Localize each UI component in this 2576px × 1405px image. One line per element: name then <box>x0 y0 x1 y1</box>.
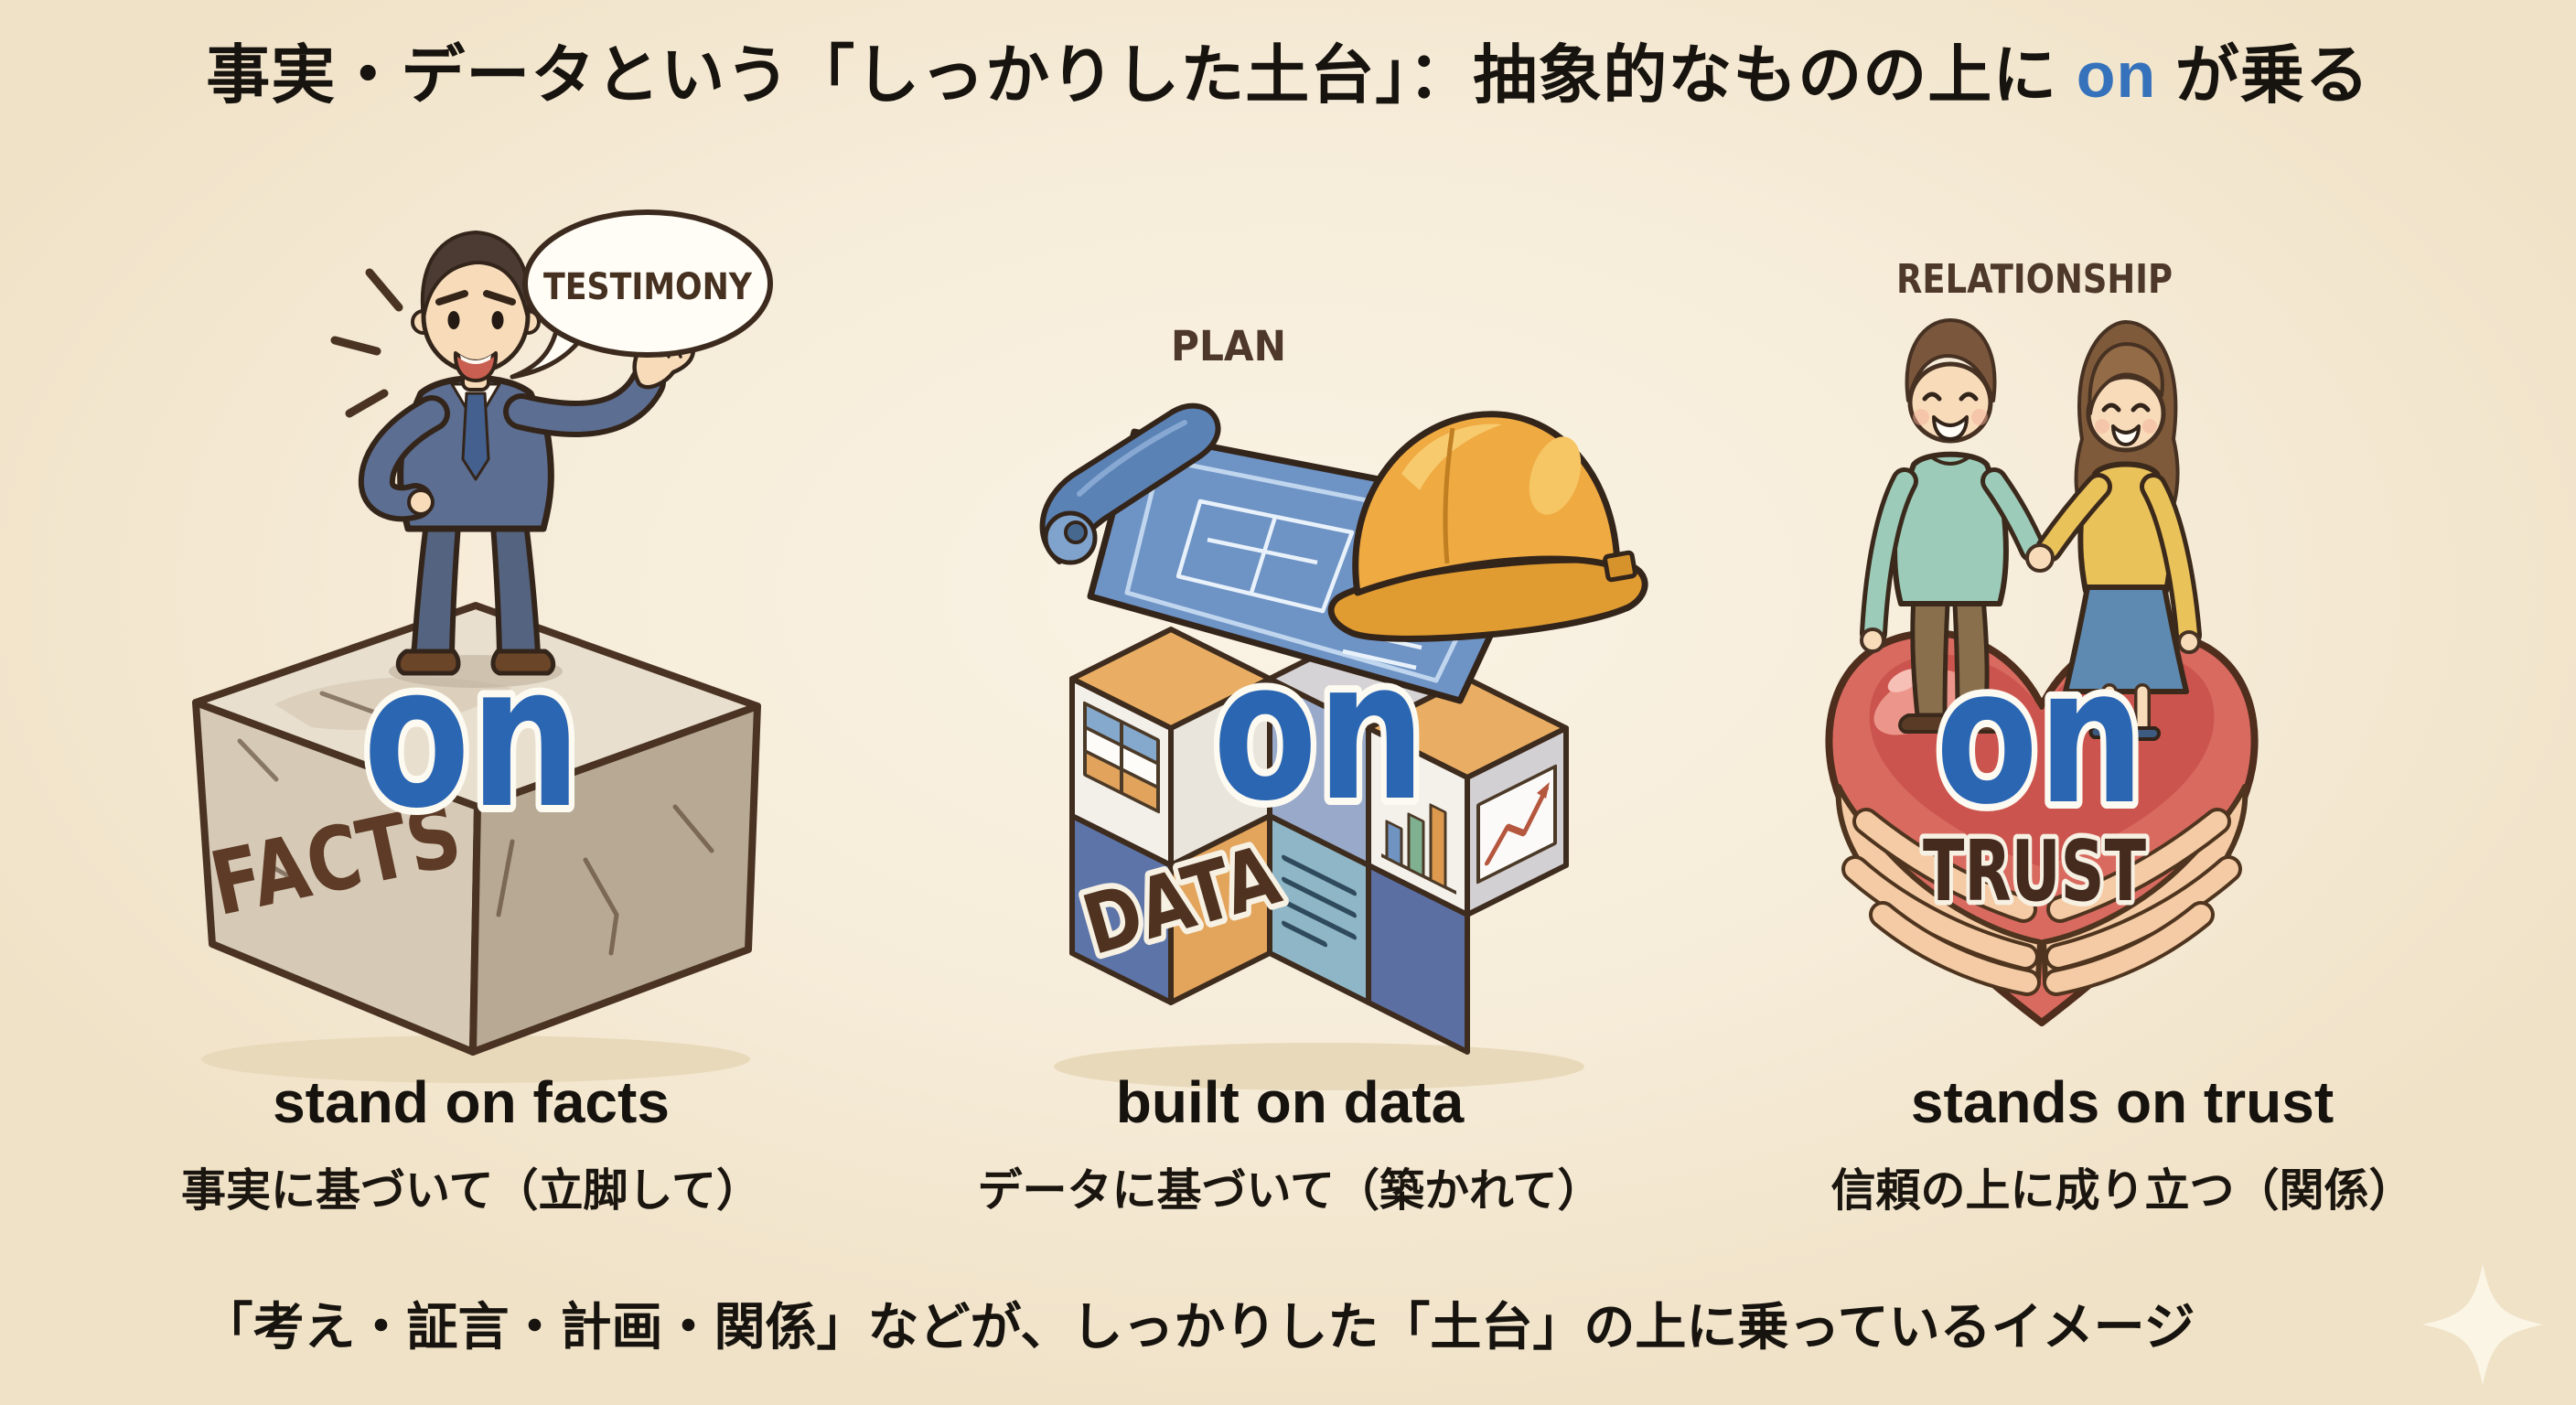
businessman-illustration <box>358 231 696 688</box>
relationship-label: RELATIONSHIP <box>1896 256 2173 303</box>
page-title: 事実・データという「しっかりした土台」：抽象的なものの上に on が乗る <box>0 24 2576 116</box>
hardhat-illustration <box>1327 411 1648 642</box>
data-cubes-illustration <box>1054 627 1584 1090</box>
trust-base-word: TRUST <box>1923 822 2146 920</box>
data-on-word: on <box>1213 619 1425 843</box>
trust-caption-ja: 信頼の上に成り立つ（関係） <box>1830 1166 2414 1216</box>
facts-caption-ja: 事実に基づいて（立脚して） <box>180 1166 762 1216</box>
title-prefix: 事実・データという「しっかりした土台」：抽象的なものの上に <box>206 39 2077 111</box>
emphasis-marks-icon <box>330 268 403 418</box>
speech-bubble-text: TESTIMONY <box>543 266 753 308</box>
facts-caption-en: stand on facts <box>273 1069 670 1135</box>
sparkle-icon <box>2422 1264 2543 1385</box>
couple-illustration <box>1860 318 2202 741</box>
stone-block-illustration <box>192 602 761 1083</box>
plan-label: PLAN <box>1171 322 1286 370</box>
data-caption-ja: データに基づいて（築かれて） <box>977 1166 1603 1216</box>
footer-note: 「考え・証言・計画・関係」などが、しっかりした「土台」の上に乗っているイメージ <box>201 1298 2195 1356</box>
data-caption-en: built on data <box>1115 1069 1465 1135</box>
title-on-highlight: on <box>2076 39 2157 111</box>
facts-on-word: on <box>363 622 581 852</box>
cupped-hands-illustration <box>1835 784 2249 996</box>
trust-on-word: on <box>1936 628 2144 846</box>
speech-bubble: TESTIMONY <box>510 209 773 380</box>
title-suffix: が乗る <box>2156 39 2370 111</box>
trust-caption-en: stands on trust <box>1910 1069 2334 1135</box>
